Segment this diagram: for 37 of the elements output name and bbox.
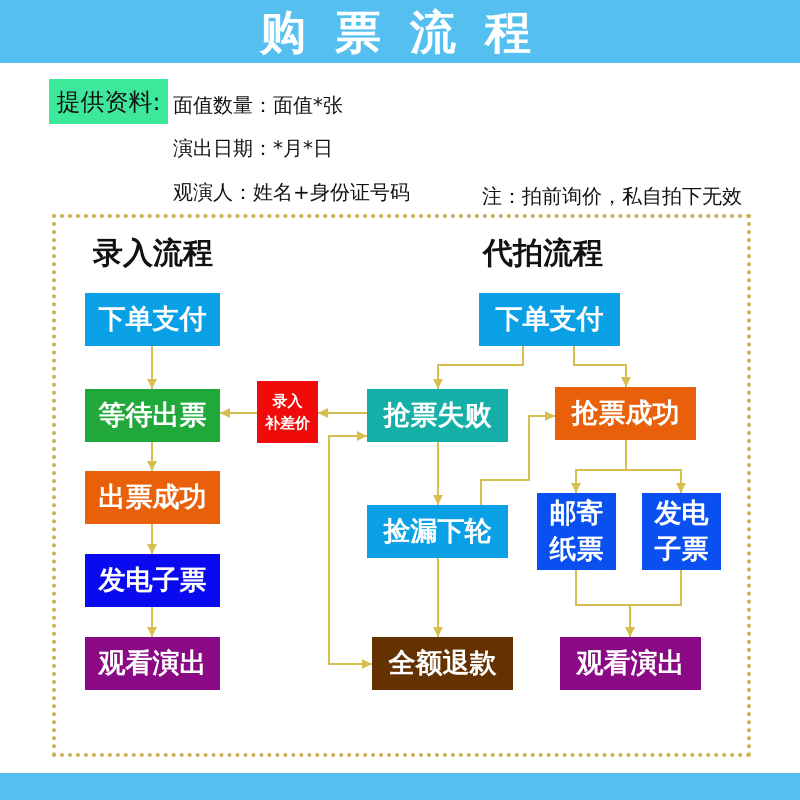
process-box: 等待出票 [85,389,220,442]
process-box: 抢票成功 [555,387,696,440]
process-box: 捡漏下轮 [367,505,508,558]
arrow [433,558,443,637]
process-box: 观看演出 [560,637,701,690]
arrow [328,431,372,669]
title: 购票流程 [260,5,560,59]
arrow [573,346,631,387]
process-box: 抢票失败 [367,389,508,442]
info-text: 面值数量：面值*张 [173,92,343,118]
process-box: 下单支付 [85,293,220,346]
process-box: 发电子票 [85,554,220,607]
info-text: 演出日期：*月*日 [173,135,333,161]
process-box: 发电子票 [642,493,721,570]
process-box: 邮寄纸票 [537,493,616,570]
info-text: 观演人：姓名+身份证号码 [173,179,410,205]
arrow [480,411,555,505]
arrow [147,346,157,389]
note-text: 注：拍前询价，私自拍下无效 [482,183,742,209]
column-heading: 代拍流程 [483,236,603,272]
process-box: 观看演出 [85,637,220,690]
arrow [318,408,367,418]
process-box: 出票成功 [85,471,220,524]
process-box: 全额退款 [372,637,513,690]
arrow [147,607,157,637]
arrow [147,524,157,554]
arrow [625,570,682,637]
process-box: 录入 补差价 [257,381,318,443]
arrow [625,440,686,493]
arrow [220,408,257,418]
arrow [147,442,157,471]
column-heading: 录入流程 [93,236,213,272]
dotted-frame [52,214,751,757]
arrow [433,442,443,505]
process-box: 下单支付 [479,293,620,346]
arrow [433,346,524,389]
label-tag: 提供资料: [49,79,168,124]
